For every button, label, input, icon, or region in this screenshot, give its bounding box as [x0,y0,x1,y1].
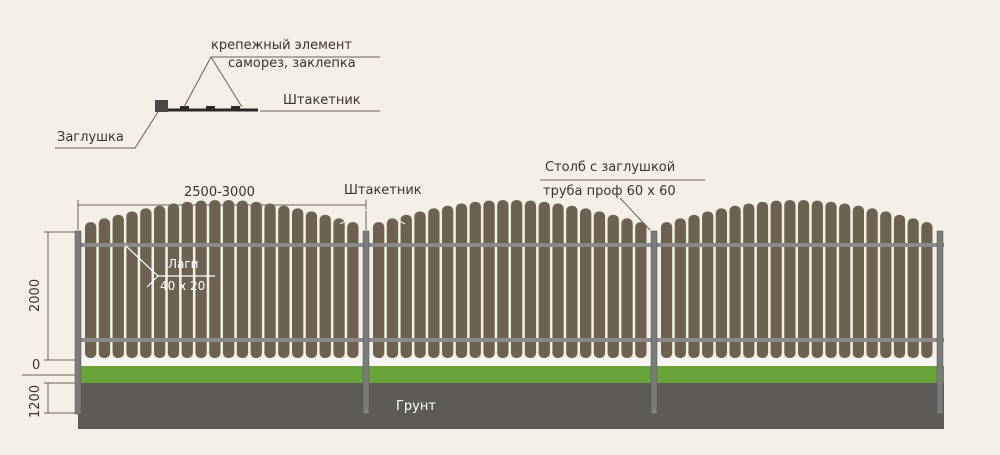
picket [552,203,564,358]
picket [852,205,864,358]
picket [784,200,796,358]
picket [264,203,276,358]
rail [76,338,944,342]
fastener-label: крепежный элемент [211,38,352,53]
picket [209,200,221,358]
post-spec-label: труба проф 60 х 60 [543,184,676,199]
picket [635,222,647,358]
picket [907,218,919,358]
fastener-icon [180,106,189,109]
picket [825,201,837,358]
picket [688,214,700,358]
cap-icon [155,100,168,112]
picket [715,208,727,358]
picket [811,200,823,358]
picket [756,201,769,358]
post [74,230,82,415]
picket [442,205,454,358]
picket [866,208,878,358]
picket [483,200,495,358]
picket [236,200,249,358]
picket [593,211,606,358]
picket [305,211,318,358]
picket [126,211,138,358]
picket [333,218,345,358]
picket [85,222,97,358]
picket [524,200,537,358]
cap-leader [55,111,159,149]
picket [400,214,412,358]
picket [729,205,741,358]
fastener-icon [206,106,215,109]
picket [455,203,468,358]
rail [76,243,944,247]
detail-picket-label: Штакетник [283,93,361,108]
picket [250,201,262,358]
grass [78,366,944,383]
picket [292,208,304,358]
picket [195,200,207,358]
ground-label: Грунт [396,399,436,414]
picket [798,200,810,358]
picket [181,201,193,358]
height-label: 2000 [28,278,43,312]
curb-strip [78,358,944,366]
picket [386,218,399,358]
post [936,230,944,415]
picket [607,214,619,358]
picket [112,214,124,358]
picket [743,203,755,358]
post [650,230,658,415]
picket [566,205,578,358]
picket-leader [339,209,406,225]
post [362,230,370,415]
picket [469,201,481,358]
picket [921,222,933,358]
picket [98,218,111,358]
fastener-icon [231,106,240,109]
picket [880,211,892,358]
picket [278,205,290,358]
picket [893,214,906,358]
fastener-type-label: саморез, заклепка [228,56,356,71]
picket [319,214,331,358]
rails-label: Лаги [168,257,199,271]
depth-label: 1200 [28,384,43,418]
picket [140,208,152,358]
rails-spec-label: 40 х 20 [160,279,206,293]
picket [674,218,686,358]
picket [580,208,592,358]
picket [839,203,851,358]
zero-label: 0 [32,358,41,373]
picket [347,222,359,358]
picket [661,222,673,358]
picket [770,200,782,358]
picket [428,208,440,358]
picket [621,218,633,358]
picket [223,200,235,358]
soil [78,383,944,429]
span-label: 2500-3000 [184,185,255,200]
picket [538,201,550,358]
post-label: Столб с заглушкой [545,160,676,175]
picket-label: Штакетник [344,183,422,198]
post-leader [619,197,651,231]
picket [167,203,180,358]
cap-label: Заглушка [57,130,124,145]
picket [511,200,523,358]
picket [702,211,714,358]
picket [497,200,509,358]
picket [373,222,385,358]
picket [414,211,426,358]
